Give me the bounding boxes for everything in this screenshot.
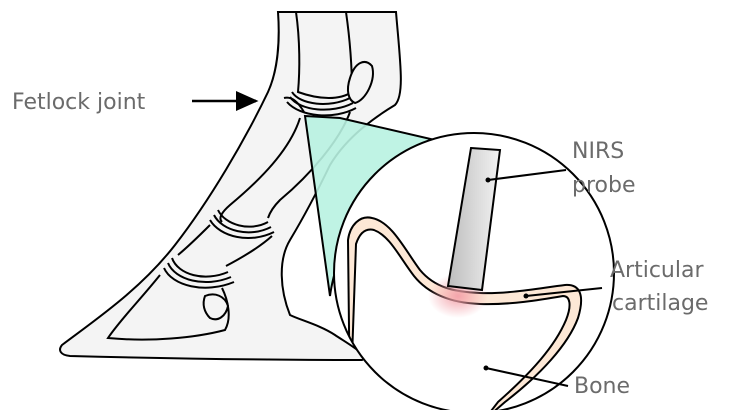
label-nirs-line2: probe (572, 173, 636, 198)
label-nirs-line1: NIRS (572, 139, 624, 164)
label-bone: Bone (574, 374, 630, 399)
label-cartilage-line2: cartilage (612, 291, 708, 316)
label-cartilage-line1: Articular (610, 258, 704, 283)
label-fetlock-joint: Fetlock joint (12, 90, 146, 115)
navicular-bone (204, 294, 228, 319)
